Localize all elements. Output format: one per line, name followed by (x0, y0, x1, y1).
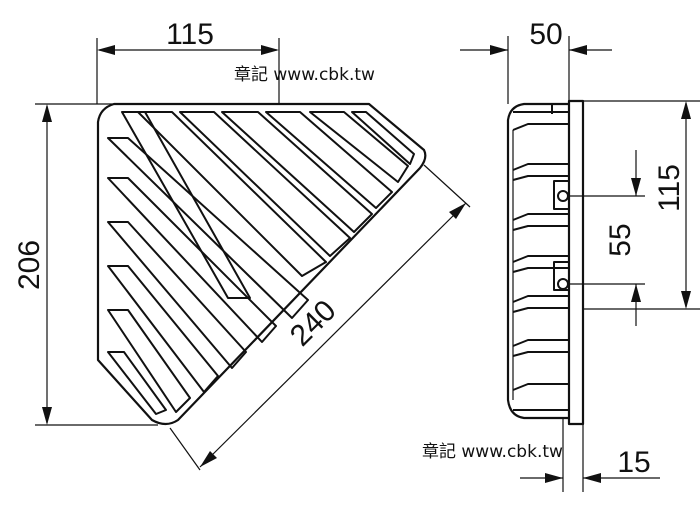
dim-depth-label: 50 (529, 18, 562, 51)
slot (107, 309, 191, 413)
dim-back-height-label: 115 (653, 164, 686, 212)
screw-hole-icon (557, 278, 569, 290)
side-ribs (512, 104, 569, 411)
slot (107, 177, 277, 343)
slot (309, 111, 409, 183)
basket-side-profile (506, 102, 569, 420)
dim-hole-spacing-label: 55 (604, 223, 637, 256)
dim-plate-thickness: 15 (520, 418, 660, 492)
dim-top-width: 115 (96, 18, 280, 104)
watermark-top: 章記 www.cbk.tw (234, 65, 375, 85)
side-view: 50 115 55 15 (422, 18, 700, 492)
dim-depth: 50 (460, 18, 612, 104)
dim-back-height: 115 (583, 100, 700, 310)
slot (107, 265, 219, 393)
slot (221, 111, 373, 233)
slot (107, 221, 247, 369)
slot (137, 111, 327, 277)
slot (179, 111, 351, 257)
dim-plate-thickness-label: 15 (617, 446, 650, 479)
screw-hole-icon (557, 190, 569, 202)
mounting-holes (553, 180, 570, 291)
slot (351, 111, 415, 165)
wall-plate (567, 99, 585, 426)
slot (265, 111, 393, 209)
dim-hole-spacing: 55 (569, 150, 645, 326)
slot (107, 351, 167, 415)
dim-top-width-label: 115 (166, 18, 214, 51)
slot (107, 137, 309, 319)
dim-diagonal-label: 240 (284, 294, 343, 353)
dim-height: 206 (13, 103, 158, 426)
watermark-bottom: 章記 www.cbk.tw (422, 442, 563, 462)
basket-outline (96, 102, 427, 426)
dim-height-label: 206 (13, 240, 46, 290)
basket-slots (107, 111, 415, 415)
front-view: 115 206 240 章記 www.cbk.tw (13, 18, 471, 471)
